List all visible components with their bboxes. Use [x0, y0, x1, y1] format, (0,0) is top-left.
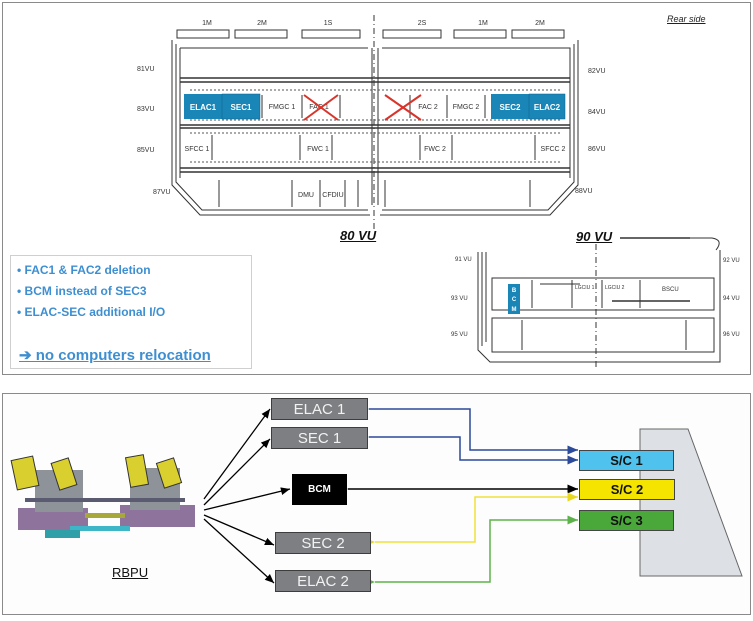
- bscu-label: BSCU: [662, 287, 679, 293]
- bcm-unit-90vu: [508, 284, 520, 314]
- fac2-label: FAC 2: [418, 104, 438, 111]
- bcm-letter: M: [512, 307, 517, 313]
- fmgc2-label: FMGC 2: [453, 104, 480, 111]
- rear-side-label: Rear side: [667, 14, 706, 24]
- shelf-label: 1M: [202, 20, 212, 27]
- sfcc1-label: SFCC 1: [185, 146, 210, 153]
- shelf-label: 1M: [478, 20, 488, 27]
- sec2-unit-label: SEC2: [500, 103, 521, 112]
- rbpu-to-elac1-arrow: [203, 408, 271, 500]
- servo-control-2: S/C 2: [579, 479, 675, 500]
- vu-label: 84VU: [588, 109, 606, 116]
- vu-label: 85VU: [137, 147, 155, 154]
- fmgc1-label: FMGC 1: [269, 104, 296, 111]
- elac2-unit-label: ELAC2: [534, 103, 561, 112]
- rbpu-to-bcm-arrow: [203, 487, 291, 511]
- vu-label: 91 VU: [455, 257, 472, 263]
- conclusion-note: ➔ no computers relocation: [19, 347, 211, 364]
- avionics-rack-90vu-drawing: [477, 237, 721, 368]
- vu-label: 82VU: [588, 68, 606, 75]
- rack-80vu-title: 80 VU: [340, 228, 377, 243]
- routing-diagram: [10, 404, 743, 587]
- sfcc2-label: SFCC 2: [541, 146, 566, 153]
- modification-notes-box: • FAC1 & FAC2 deletion • BCM instead of …: [10, 255, 252, 369]
- elac1-computer: ELAC 1: [271, 398, 368, 420]
- bcm-computer: BCM: [292, 474, 347, 505]
- vu-label: 96 VU: [723, 332, 740, 338]
- fwc2-label: FWC 2: [424, 146, 446, 153]
- shelf-label: 2M: [257, 20, 267, 27]
- cabinet-layout-panel: [2, 2, 751, 375]
- shelf-label: 1S: [324, 20, 333, 27]
- servo-control-1: S/C 1: [579, 450, 674, 471]
- rbpu-to-elac2-arrow: [203, 518, 275, 584]
- vu-label: 81VU: [137, 66, 155, 73]
- vu-label: 88VU: [575, 188, 593, 195]
- sec1-sc1-link: [358, 432, 578, 465]
- sec1-unit: [221, 93, 261, 120]
- fac-deletion-marks: [303, 94, 422, 121]
- elac2-computer: ELAC 2: [275, 570, 371, 592]
- dmu-label: DMU: [298, 192, 314, 199]
- lgciu1-label: LGCIU 1: [575, 285, 595, 291]
- cabinet-outline-right: [380, 40, 579, 216]
- shelf-label: 2S: [418, 20, 427, 27]
- elac1-sc1-link: [358, 404, 578, 455]
- rbpu-to-sec2-arrow: [203, 514, 275, 546]
- rbpu-label: RBPU: [112, 565, 149, 580]
- shelf-label: 2M: [535, 20, 545, 27]
- note-item: • ELAC-SEC additional I/O: [17, 305, 166, 319]
- bcm-letter: B: [512, 288, 517, 294]
- cfdiu-label: CFDIU: [322, 192, 343, 199]
- sec2-unit: [491, 94, 529, 119]
- sec1-computer: SEC 1: [271, 427, 368, 449]
- sec1-unit-label: SEC1: [231, 103, 252, 112]
- fac1-label: FAC 1: [309, 104, 329, 111]
- vu-label: 95 VU: [451, 332, 468, 338]
- note-item: • FAC1 & FAC2 deletion: [17, 263, 151, 277]
- top-shelves: [176, 29, 565, 39]
- elac1-unit-label: ELAC1: [190, 103, 217, 112]
- lgciu2-label: LGCIU 2: [605, 285, 625, 291]
- rbpu-to-sec1-arrow: [203, 438, 271, 506]
- vu-label: 86VU: [588, 146, 606, 153]
- cabinet-outline-left: [171, 40, 370, 216]
- fwc1-label: FWC 1: [307, 146, 329, 153]
- vu-label: 94 VU: [723, 296, 740, 302]
- elac2-unit: [528, 93, 566, 120]
- vu-label: 92 VU: [723, 258, 740, 264]
- note-item: • BCM instead of SEC3: [17, 284, 147, 298]
- elac2-sc3-link: [364, 515, 578, 587]
- vu-label: 87VU: [153, 189, 171, 196]
- sec2-computer: SEC 2: [275, 532, 371, 554]
- vu-label: 83VU: [137, 106, 155, 113]
- rack-90vu-title: 90 VU: [576, 229, 613, 244]
- servo-control-3: S/C 3: [579, 510, 674, 531]
- bcm-letter: C: [512, 297, 517, 303]
- elac1-unit: [184, 94, 222, 119]
- vu-label: 93 VU: [451, 296, 468, 302]
- rbpu-hydraulic-unit-image: [10, 454, 195, 538]
- avionics-rack-80vu-drawing: ELAC1 SEC1 SEC2 ELAC2 FMGC 1 FAC 1 FAC 2…: [137, 15, 740, 368]
